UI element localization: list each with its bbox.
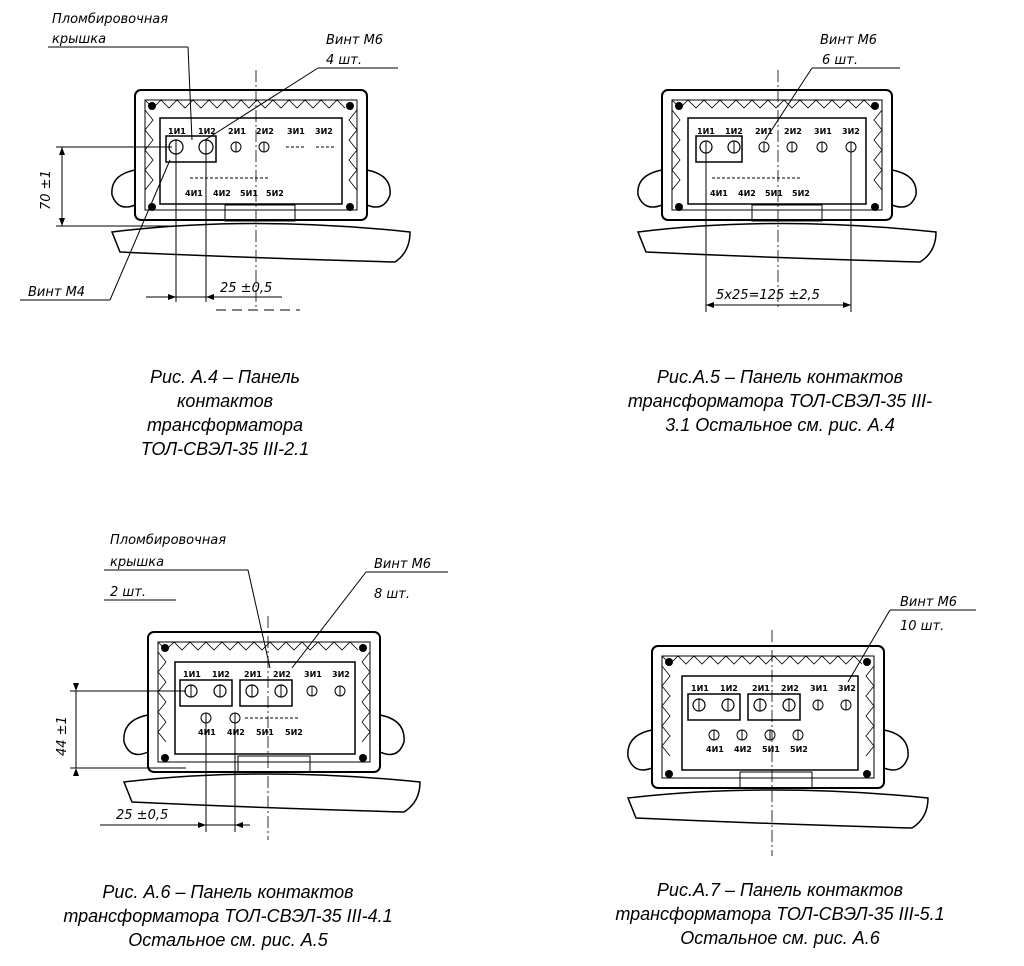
terminal-label: 3И2 [838, 684, 856, 693]
caption-line: Остальное см. рис. А.6 [680, 928, 880, 948]
terminal-label: 1И2 [725, 127, 743, 136]
caption-line: Остальное см. рис. А.5 [128, 930, 328, 950]
drawing-a7: Винт М6 10 шт. 1И [626, 595, 976, 856]
terminal-label: 1И1 [183, 670, 201, 679]
terminal-label: 2И2 [781, 684, 799, 693]
terminal-label: 5И1 [765, 189, 783, 198]
terminal-label: 2И1 [752, 684, 770, 693]
figure-a6: Пломбировочная крышка 2 шт. Винт М6 8 шт… [0, 520, 470, 850]
dimension-horizontal: 25 ±0,5 [100, 723, 250, 832]
caption-line: Рис.А.5 – Панель контактов [656, 367, 904, 387]
screw-m6-label: Винт М6 [820, 33, 877, 48]
terminal-label: 3И1 [287, 127, 305, 136]
screw-m6-qty: 4 шт. [326, 53, 362, 68]
terminal-label: 1И2 [212, 670, 230, 679]
terminal-label: 2И2 [784, 127, 802, 136]
terminal-label: 5И1 [762, 745, 780, 754]
dim-horizontal-text: 25 ±0,5 [116, 808, 168, 823]
screw-m6-qty: 10 шт. [900, 619, 944, 634]
caption-line: трансформатора ТОЛ-СВЭЛ-35 III-4.1 [63, 906, 393, 926]
dim-vertical-text: 70 ±1 [39, 170, 54, 210]
terminal-label: 1И1 [168, 127, 186, 136]
figure-a5: Винт М6 6 шт. 1И1 [600, 0, 1024, 330]
terminal-housing [110, 70, 411, 310]
figure-a7: Винт М6 10 шт. 1И [610, 580, 1024, 860]
terminal-label: 5И2 [285, 728, 303, 737]
terminal-housing [122, 616, 421, 840]
seal-cover-label: Пломбировочная [52, 12, 168, 27]
caption-line: Рис.А.7 – Панель контактов [656, 880, 904, 900]
terminal-label: 5И1 [240, 189, 258, 198]
terminal-label: 3И1 [810, 684, 828, 693]
caption-line: Рис. А.4 – Панель [149, 367, 301, 387]
dimension-vertical: 44 ±1 [55, 683, 186, 776]
caption-line: контактов [176, 391, 274, 411]
terminal-label: 5И2 [790, 745, 808, 754]
seal-cover-label-2: крышка [110, 555, 164, 570]
terminal-label: 5И1 [256, 728, 274, 737]
dimension-horizontal: 5х25=125 ±2,5 [705, 152, 852, 312]
drawing-a5: Винт М6 6 шт. 1И1 [636, 33, 937, 312]
terminal-label: 1И1 [697, 127, 715, 136]
drawing-a6: Пломбировочная крышка 2 шт. Винт М6 8 шт… [55, 533, 448, 840]
screw-m6-label: Винт М6 [374, 557, 431, 572]
terminal-housing [636, 70, 937, 310]
terminal-label: 3И2 [332, 670, 350, 679]
screw-m6-qty: 6 шт. [822, 53, 858, 68]
terminal-label: 3И2 [842, 127, 860, 136]
screw-m6-label: Винт М6 [326, 33, 383, 48]
figure-a4: Пломбировочная крышка Винт М6 4 шт. Винт… [0, 0, 450, 330]
dimension-horizontal: 25 ±0,5 [146, 150, 300, 311]
terminal-label: 4И2 [227, 728, 245, 737]
terminal-label: 4И2 [734, 745, 752, 754]
terminal-label: 3И1 [814, 127, 832, 136]
caption-a5: Рис.А.5 – Панель контактов трансформатор… [570, 365, 990, 437]
seal-cover-label: Пломбировочная [110, 533, 226, 548]
terminal-label: 3И1 [304, 670, 322, 679]
terminal-label: 1И2 [198, 127, 216, 136]
terminal-block: 1И1 1И2 2И1 2И2 3И1 3И2 4И1 4И2 5И1 5И2 [695, 127, 860, 198]
terminal-label: 2И1 [244, 670, 262, 679]
terminal-block: 1И1 1И2 2И1 2И2 3И1 3И2 4И1 4И2 5И1 5И2 [687, 684, 856, 754]
seal-cover-label-2: крышка [52, 32, 106, 47]
terminal-label: 2И2 [256, 127, 274, 136]
screw-m4-label: Винт М4 [28, 285, 85, 300]
terminal-label: 4И2 [213, 189, 231, 198]
caption-a6: Рис. А.6 – Панель контактов трансформато… [8, 880, 448, 952]
terminal-label: 1И1 [691, 684, 709, 693]
terminal-label: 2И1 [228, 127, 246, 136]
dimension-vertical: 70 ±1 [39, 146, 172, 227]
terminal-label: 5И2 [792, 189, 810, 198]
terminal-block: 1И1 1И2 2И1 2И2 3И1 3И2 4И1 4И2 5И1 5И2 [165, 127, 335, 198]
terminal-label: 4И2 [738, 189, 756, 198]
drawing-a4: Пломбировочная крышка Винт М6 4 шт. Винт… [20, 12, 411, 311]
caption-line: трансформатора [147, 415, 303, 435]
screw-m6-qty: 8 шт. [374, 587, 410, 602]
dim-vertical-text: 44 ±1 [55, 716, 70, 756]
terminal-label: 2И1 [755, 127, 773, 136]
terminal-block: 1И1 1И2 2И1 2И2 3И1 3И2 4И1 4И2 5И1 5И2 [179, 670, 350, 737]
terminal-label: 4И1 [198, 728, 216, 737]
caption-line: 3.1 Остальное см. рис. А.4 [665, 415, 895, 435]
caption-a4: Рис. А.4 – Панель контактов трансформато… [75, 365, 375, 461]
terminal-label: 3И2 [315, 127, 333, 136]
seal-cover-qty: 2 шт. [110, 585, 146, 600]
terminal-label: 4И1 [185, 189, 203, 198]
caption-line: Рис. А.6 – Панель контактов [102, 882, 354, 902]
caption-a7: Рис.А.7 – Панель контактов трансформатор… [560, 878, 1000, 950]
caption-line: ТОЛ-СВЭЛ-35 III-2.1 [140, 439, 310, 459]
terminal-label: 1И2 [720, 684, 738, 693]
dim-horizontal-text: 25 ±0,5 [220, 281, 272, 296]
caption-line: трансформатора ТОЛ-СВЭЛ-35 III-5.1 [615, 904, 945, 924]
terminal-housing [626, 630, 929, 856]
terminal-label: 4И1 [706, 745, 724, 754]
caption-line: трансформатора ТОЛ-СВЭЛ-35 III- [627, 391, 933, 411]
terminal-label: 5И2 [266, 189, 284, 198]
terminal-label: 4И1 [710, 189, 728, 198]
terminal-label: 2И2 [273, 670, 291, 679]
screw-m6-label: Винт М6 [900, 595, 957, 610]
dim-horizontal-text: 5х25=125 ±2,5 [716, 288, 820, 303]
